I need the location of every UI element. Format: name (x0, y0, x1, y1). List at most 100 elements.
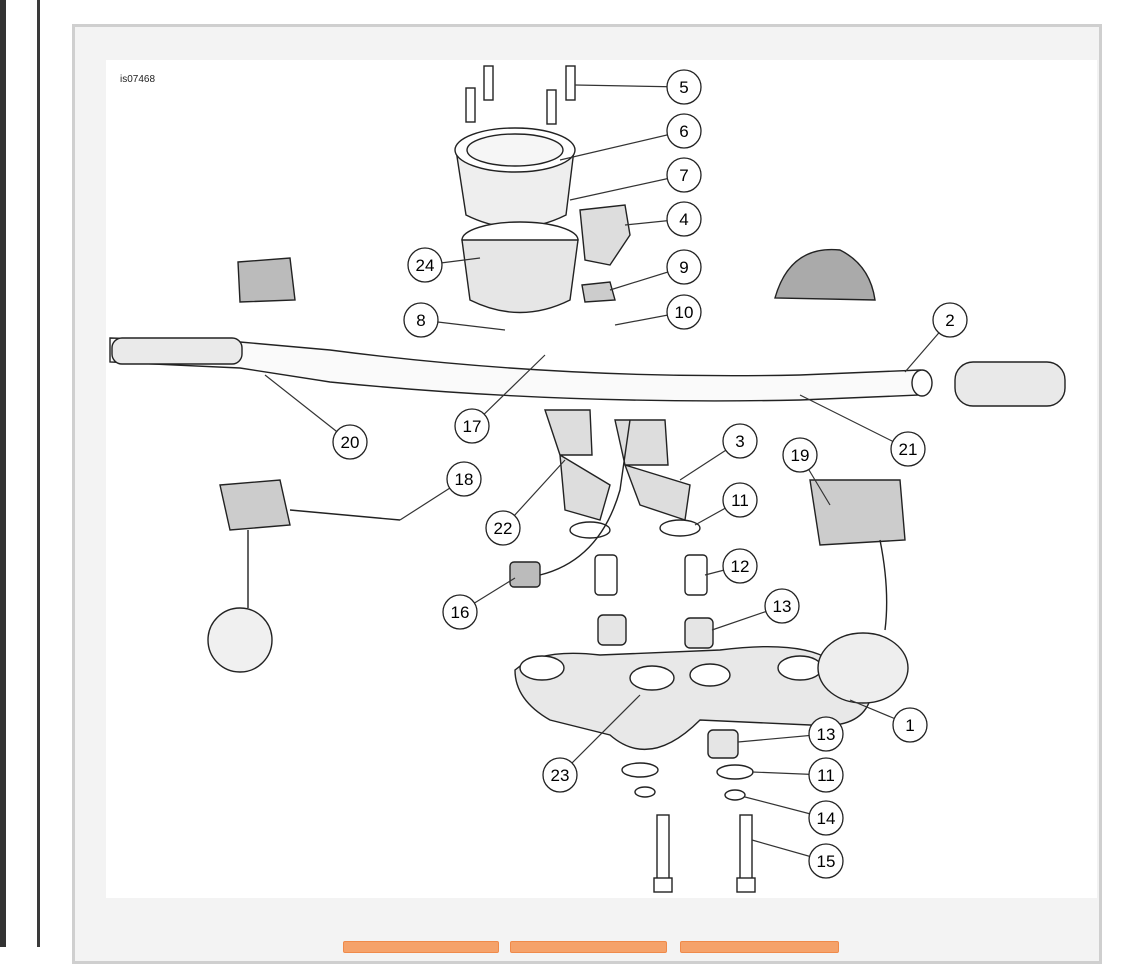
leader-line (264, 374, 351, 443)
callout-circle (442, 594, 478, 630)
callout-number: 4 (679, 210, 688, 229)
turn-signal-left (207, 607, 273, 673)
callout-circle (407, 247, 443, 283)
nav-button-3[interactable] (680, 941, 839, 953)
callout-22: 22 (485, 510, 521, 546)
callout-circle (932, 302, 968, 338)
callout-circle (666, 201, 702, 237)
left-switch (219, 479, 291, 531)
gauge-housing (454, 127, 579, 314)
callout-24: 24 (407, 247, 443, 283)
callout-number: 6 (679, 122, 688, 141)
right-switch (809, 479, 906, 546)
callout-6: 6 (666, 113, 702, 149)
callout-5: 5 (666, 69, 702, 105)
nav-button-2[interactable] (510, 941, 667, 953)
parts (109, 65, 1066, 893)
bolt-15 (656, 814, 670, 881)
callout-circle (892, 707, 928, 743)
callout-number: 3 (735, 432, 744, 451)
callout-17: 17 (454, 408, 490, 444)
leader-lines (264, 84, 951, 862)
left-grip (111, 337, 243, 365)
callout-circle (666, 113, 702, 149)
leader-line (569, 174, 685, 201)
callout-4: 4 (666, 201, 702, 237)
leader-line (799, 394, 909, 450)
callout-number: 20 (341, 433, 360, 452)
callout-circle (332, 424, 368, 460)
callout-number: 14 (817, 809, 836, 828)
callout-14: 14 (808, 800, 844, 836)
callout-circle (808, 716, 844, 752)
callout-18: 18 (446, 461, 482, 497)
callout-number: 10 (675, 303, 694, 322)
callout-number: 21 (899, 440, 918, 459)
callout-20: 20 (332, 424, 368, 460)
callout-circle (666, 69, 702, 105)
callout-number: 2 (945, 311, 954, 330)
callout-10: 10 (666, 294, 702, 330)
callout-7: 7 (666, 157, 702, 193)
callout-23: 23 (542, 757, 578, 793)
callout-circle (666, 249, 702, 285)
callout-number: 13 (817, 725, 836, 744)
callout-number: 17 (463, 417, 482, 436)
callout-number: 22 (494, 519, 513, 538)
figure-id: is07468 (120, 74, 156, 85)
callout-13: 13 (808, 716, 844, 752)
turn-signal (817, 632, 909, 704)
callout-15: 15 (808, 843, 844, 879)
callout-circle (446, 461, 482, 497)
callout-circle (808, 757, 844, 793)
callout-8: 8 (403, 302, 439, 338)
callout-circle (722, 423, 758, 459)
leader-line (559, 694, 641, 776)
callout-number: 18 (455, 470, 474, 489)
callout-number: 23 (551, 766, 570, 785)
callout-1: 1 (892, 707, 928, 743)
divider (37, 0, 40, 947)
callout-number: 24 (416, 256, 435, 275)
callout-number: 9 (679, 258, 688, 277)
callout-number: 1 (905, 716, 914, 735)
callout-number: 12 (731, 557, 750, 576)
callout-12: 12 (722, 548, 758, 584)
callout-19: 19 (782, 437, 818, 473)
leader-line (559, 130, 685, 161)
callout-21: 21 (890, 431, 926, 467)
callout-circle (403, 302, 439, 338)
callout-number: 7 (679, 166, 688, 185)
callout-circle (666, 294, 702, 330)
callout-circle (666, 157, 702, 193)
nav-button-1[interactable] (343, 941, 499, 953)
callout-circle (722, 482, 758, 518)
callout-circle (722, 548, 758, 584)
callout-number: 11 (731, 491, 749, 510)
callout-number: 11 (817, 766, 835, 785)
callout-number: 5 (679, 78, 688, 97)
right-grip (954, 361, 1066, 407)
callout-13: 13 (764, 588, 800, 624)
callout-circle (764, 588, 800, 624)
clamp (579, 204, 631, 266)
callout-circle (485, 510, 521, 546)
riser (544, 409, 611, 521)
callout-11: 11 (722, 482, 758, 518)
callout-number: 13 (773, 597, 792, 616)
callout-16: 16 (442, 594, 478, 630)
window-edge (0, 0, 6, 947)
callout-11: 11 (808, 757, 844, 793)
callout-circle (782, 437, 818, 473)
callouts: 5 6 7 4 24 9 8 10 2 20 17 21 3 19 18 22 11 12 16 13 1 13 23 11 1… (332, 69, 968, 879)
callout-number: 8 (416, 311, 425, 330)
callout-2: 2 (932, 302, 968, 338)
callout-3: 3 (722, 423, 758, 459)
bolt-icon (465, 65, 576, 125)
leader-line (574, 84, 685, 88)
callout-number: 19 (791, 446, 810, 465)
callout-9: 9 (666, 249, 702, 285)
callout-circle (890, 431, 926, 467)
callout-circle (808, 800, 844, 836)
